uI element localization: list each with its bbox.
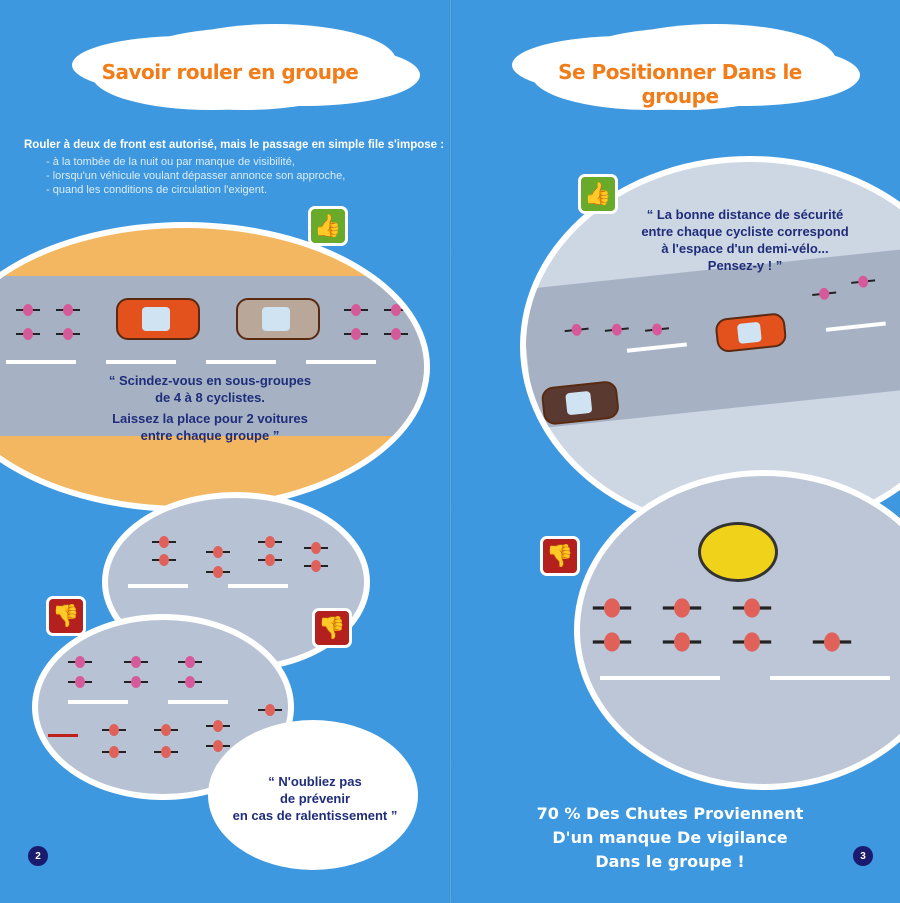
intro-text: Rouler à deux de front est autorisé, mai… [24,138,444,197]
stat-line: Dans le groupe ! [595,852,745,871]
quote-line: de 4 à 8 cyclistes. [155,390,265,405]
cyclist-icon [16,304,40,316]
thumb-up-icon: 👍 [578,174,618,214]
cyclist-icon [102,746,126,758]
quote-subgroups: “ Scindez-vous en sous-groupes de 4 à 8 … [60,372,360,444]
cyclist-icon [592,632,632,652]
condition-item: - lorsqu'un véhicule voulant dépasser an… [46,170,346,182]
cyclist-icon [384,328,408,340]
lane-marking [228,584,288,588]
cyclist-icon [732,632,772,652]
cyclist-icon [344,304,368,316]
illustration-road-groups [0,222,430,512]
quote-line: “ N'oubliez pas [268,774,362,789]
cyclist-icon [304,560,328,572]
quote-bubble [208,720,418,870]
car-icon [236,298,320,340]
quote-line: “ La bonne distance de sécurité [646,207,844,222]
cyclist-icon [124,676,148,688]
cyclist-icon [178,656,202,668]
cyclist-icon [206,740,230,752]
quote-line: entre chaque cycliste correspond [641,224,849,239]
quote-line: à l'espace d'un demi-vélo... [661,241,829,256]
illustration-crash [574,470,900,790]
cyclist-icon [178,676,202,688]
cyclist-icon [152,554,176,566]
cyclist-icon [102,724,126,736]
cyclist-icon [124,656,148,668]
cyclist-icon [851,274,876,288]
cyclist-icon [662,598,702,618]
lane-marking [106,360,176,364]
illustration-slowdown [32,614,294,800]
cyclist-icon [68,656,92,668]
cyclist-icon [154,746,178,758]
cyclist-icon [604,322,629,336]
cyclist-icon [56,304,80,316]
car-icon [714,312,788,354]
quote-line: en cas de ralentissement ” [232,808,398,823]
statistic-text: 70 % Des Chutes Proviennent D'un manque … [520,802,820,874]
stat-line: D'un manque De vigilance [552,828,788,847]
quote-line: entre chaque groupe ” [140,428,280,443]
lane-marking [600,676,720,680]
lane-marking [168,700,228,704]
page-number: 3 [853,846,873,866]
thumb-up-icon: 👍 [308,206,348,246]
thumb-down-icon: 👎 [312,608,352,648]
page-number: 2 [28,846,48,866]
cyclist-icon [812,632,852,652]
lane-marking [626,342,687,353]
stat-line: 70 % Des Chutes Proviennent [536,804,804,823]
cyclist-icon [812,287,837,301]
quote-warn: “ N'oubliez pas de prévenir en cas de ra… [210,773,420,824]
lane-marking [770,676,890,680]
cyclist-icon [152,536,176,548]
road [0,276,424,436]
cyclist-icon [662,632,702,652]
page-fold [449,0,452,903]
left-page-title: Savoir rouler en groupe [101,60,359,84]
cyclist-icon [732,598,772,618]
cyclist-icon [344,328,368,340]
cyclist-icon [564,323,589,337]
lane-marking [6,360,76,364]
wheel-overlap-icon [698,522,778,582]
cyclist-icon [154,724,178,736]
right-page-title: Se Positionner Dans le groupe [558,60,802,108]
cyclist-icon [56,328,80,340]
cyclist-icon [304,542,328,554]
cyclist-icon [592,598,632,618]
car-icon [116,298,200,340]
lane-marking [306,360,376,364]
cyclist-icon [258,704,282,716]
quote-line: de prévenir [279,791,351,806]
title-cloud [120,28,370,110]
thumb-down-icon: 👎 [46,596,86,636]
cyclist-icon [206,566,230,578]
quote-distance: “ La bonne distance de sécurité entre ch… [620,206,870,274]
cyclist-icon [206,720,230,732]
lane-marking [206,360,276,364]
arrow-left-icon [48,734,78,737]
cyclist-icon [206,546,230,558]
cyclist-icon [68,676,92,688]
cyclist-icon [258,554,282,566]
lane-marking [68,700,128,704]
cyclist-icon [644,322,669,336]
cyclist-icon [384,304,408,316]
title-cloud [560,28,810,110]
thumb-down-icon: 👎 [540,536,580,576]
condition-item: - à la tombée de la nuit ou par manque d… [46,156,295,168]
cyclist-icon [16,328,40,340]
quote-line: “ Scindez-vous en sous-groupes [108,373,312,388]
lane-marking [128,584,188,588]
cyclist-icon [258,536,282,548]
condition-item: - quand les conditions de circulation l'… [46,184,268,196]
quote-line: Laissez la place pour 2 voitures [112,411,308,426]
quote-line: Pensez-y ! ” [707,258,783,273]
intro-heading: Rouler à deux de front est autorisé, mai… [24,139,445,151]
lane-marking [825,321,886,332]
car-icon [540,380,621,426]
